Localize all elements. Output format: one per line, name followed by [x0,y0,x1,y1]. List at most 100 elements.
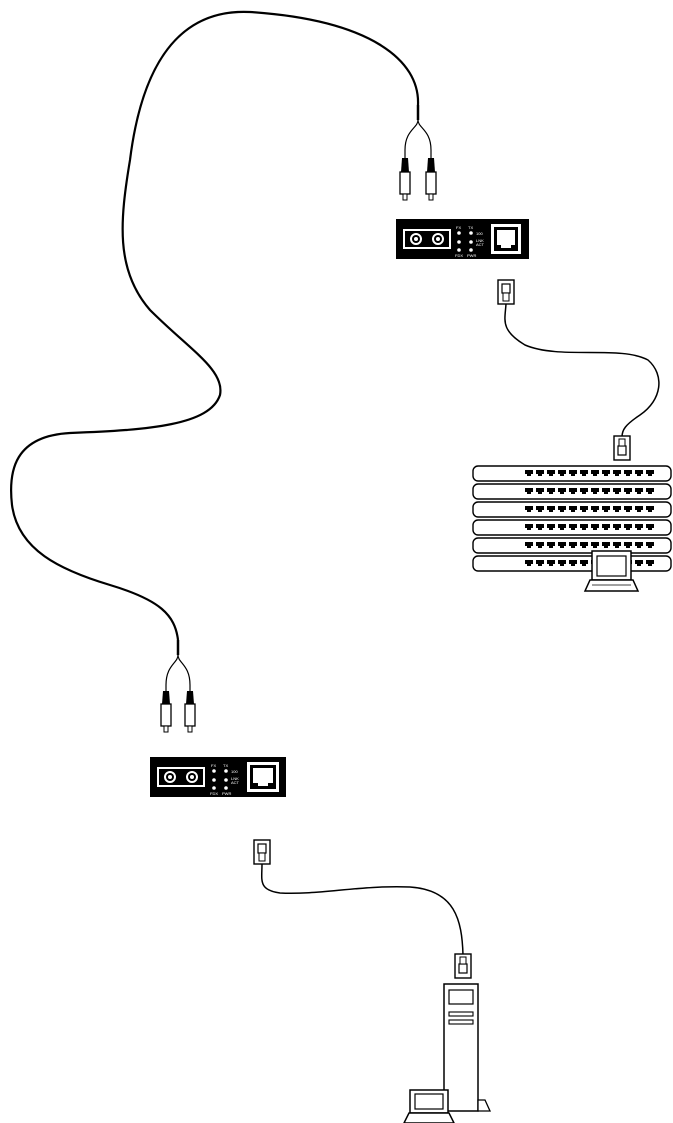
led-label-fx: FX [211,763,216,768]
switch-port [591,488,599,494]
switch-unit [472,519,672,536]
switch-port [580,524,588,530]
fiber-port-pair [157,767,205,787]
switch-port [558,560,566,566]
led-act [469,240,473,244]
led-label-pwr: PWR [467,253,476,258]
switch-port [613,470,621,476]
led-panel: FX TX 100 LNK ACT FDX PWR [455,225,485,258]
switch-port [569,542,577,548]
switch-port [558,542,566,548]
switch-port [536,542,544,548]
led-link [457,240,461,244]
laptop-icon [583,550,640,592]
switch-port [635,488,643,494]
led-fdx [457,248,461,252]
switch-port [569,488,577,494]
switch-unit [472,465,672,482]
rj45-plug-icon [253,839,271,865]
led-fx [212,769,216,773]
switch-port [547,560,555,566]
switch-port [547,470,555,476]
rj45-port [491,224,521,254]
led-label-tx: TX [468,225,473,230]
led-label-speed: 100 [231,769,238,774]
laptop-icon [403,1089,455,1123]
switch-port [547,524,555,530]
rj45-plug-icon [454,953,472,979]
led-label-fdx: FDX [210,791,218,796]
fiber-cable [9,10,420,641]
switch-unit [472,483,672,500]
switch-port [646,470,654,476]
switch-port [580,542,588,548]
fiber-connector-icon [425,158,437,201]
switch-port [547,488,555,494]
ethernet-cable-bottom [260,863,464,956]
fiber-connector-icon [160,691,172,733]
switch-port [635,542,643,548]
led-act [224,778,228,782]
fiber-connector-icon [184,691,196,733]
led-label-fx: FX [456,225,461,230]
switch-port [569,560,577,566]
led-label-fdx: FDX [455,253,463,258]
switch-port [635,524,643,530]
switch-port [635,506,643,512]
switch-port [635,470,643,476]
fiber-connector-pair-bottom [160,640,196,733]
switch-port [558,506,566,512]
switch-port [602,506,610,512]
switch-port [624,488,632,494]
switch-port [558,488,566,494]
led-label-act: ACT [231,780,240,785]
switch-port [602,488,610,494]
fiber-connector-icon [399,158,411,201]
switch-port [558,524,566,530]
switch-port [580,488,588,494]
rj45-port [247,762,279,792]
switch-port [624,470,632,476]
switch-port [613,524,621,530]
switch-port [536,560,544,566]
switch-unit [472,537,672,554]
switch-port [613,488,621,494]
switch-port [646,560,654,566]
switch-port [591,524,599,530]
switch-stack-icon [472,465,672,592]
switch-port [580,470,588,476]
switch-port [646,542,654,548]
rj45-plug-icon [497,279,515,305]
led-label-link: LNK [231,776,239,781]
switch-port [624,524,632,530]
led-label-link: LNK [476,238,484,243]
switch-port [525,506,533,512]
led-link [212,778,216,782]
fiber-port-pair [403,229,451,249]
switch-port [635,560,643,566]
led-tx [469,231,473,235]
switch-port [536,470,544,476]
media-converter-top: FX TX 100 LNK ACT FDX PWR [396,219,529,259]
led-label-speed: 100 [476,231,483,236]
led-label-act: ACT [476,242,485,247]
led-fdx [212,786,216,790]
switch-port [580,506,588,512]
led-label-tx: TX [223,763,228,768]
fiber-connector-pair-top [399,105,437,201]
led-pwr [224,786,228,790]
switch-port [525,542,533,548]
switch-port [591,506,599,512]
switch-port [602,524,610,530]
led-fx [457,231,461,235]
ethernet-cable-top [504,303,660,438]
switch-port [525,488,533,494]
switch-port [558,470,566,476]
switch-port [547,506,555,512]
switch-port [613,542,621,548]
led-label-pwr: PWR [222,791,231,796]
switch-port [580,560,588,566]
switch-unit [472,501,672,518]
rj45-plug-icon [613,435,631,461]
